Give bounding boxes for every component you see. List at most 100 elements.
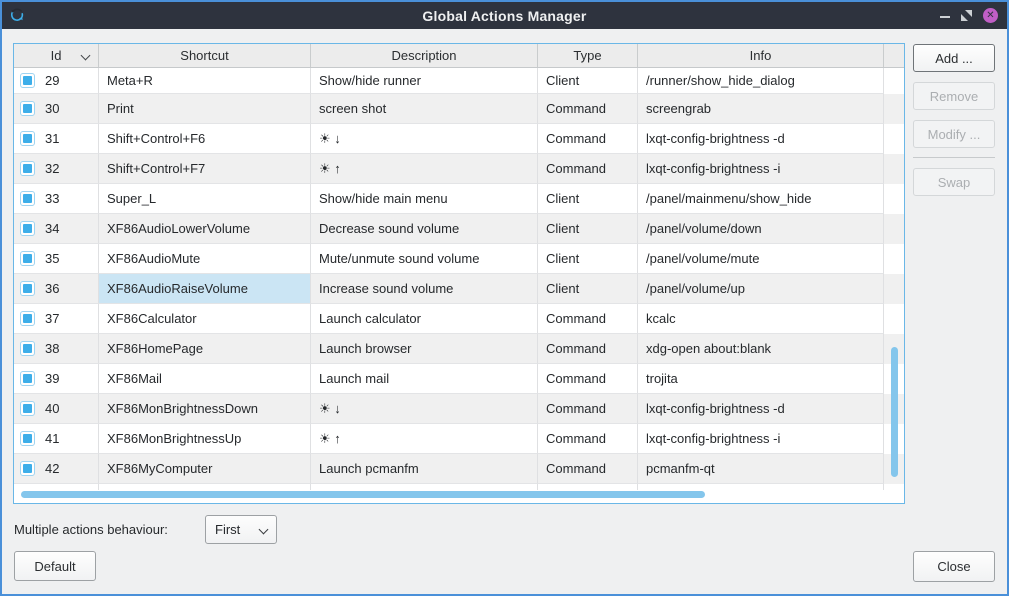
minimize-icon[interactable]	[940, 15, 950, 18]
cell-description[interactable]: Show/hide runner	[311, 68, 538, 94]
cell-shortcut[interactable]: XF86MonBrightnessDown	[99, 394, 311, 424]
cell-id[interactable]: 42	[14, 454, 99, 484]
cell-type[interactable]: Client	[538, 68, 638, 94]
cell-shortcut[interactable]: XF86AudioLowerVolume	[99, 214, 311, 244]
cell-shortcut[interactable]: XF86Mail	[99, 364, 311, 394]
cell-description[interactable]: ☀ ↑	[311, 154, 538, 184]
cell-description[interactable]: Increase sound volume	[311, 274, 538, 304]
cell-shortcut[interactable]: XF86AudioRaiseVolume	[99, 274, 311, 304]
enabled-checkbox[interactable]	[20, 401, 35, 416]
default-button[interactable]: Default	[14, 551, 96, 581]
cell-shortcut[interactable]: XF86AudioMute	[99, 244, 311, 274]
cell-id[interactable]: 36	[14, 274, 99, 304]
horizontal-scrollbar-thumb[interactable]	[21, 491, 705, 498]
cell-info[interactable]: lxqt-config-brightness -d	[638, 394, 884, 424]
swap-button[interactable]: Swap	[913, 168, 995, 196]
cell-type[interactable]: Command	[538, 154, 638, 184]
enabled-checkbox[interactable]	[20, 311, 35, 326]
cell-shortcut[interactable]: Print	[99, 94, 311, 124]
cell-info[interactable]: /panel/volume/up	[638, 274, 884, 304]
enabled-checkbox[interactable]	[20, 251, 35, 266]
enabled-checkbox[interactable]	[20, 431, 35, 446]
cell-shortcut[interactable]: XF86MonBrightnessUp	[99, 424, 311, 454]
behaviour-dropdown[interactable]: First	[205, 515, 277, 544]
cell-id[interactable]: 29	[14, 68, 99, 94]
cell-id[interactable]: 39	[14, 364, 99, 394]
modify-button[interactable]: Modify ...	[913, 120, 995, 148]
cell-info[interactable]: /runner/show_hide_dialog	[638, 68, 884, 94]
cell-type[interactable]: Command	[538, 394, 638, 424]
enabled-checkbox[interactable]	[20, 191, 35, 206]
cell-id[interactable]: 30	[14, 94, 99, 124]
enabled-checkbox[interactable]	[20, 341, 35, 356]
cell-id[interactable]: 35	[14, 244, 99, 274]
column-header-id[interactable]: Id	[14, 44, 99, 67]
cell-description[interactable]: Mute/unmute sound volume	[311, 244, 538, 274]
cell-description[interactable]: screen shot	[311, 94, 538, 124]
cell-info[interactable]: lxqt-config-brightness -d	[638, 124, 884, 154]
cell-info[interactable]: /panel/volume/down	[638, 214, 884, 244]
enabled-checkbox[interactable]	[20, 281, 35, 296]
enabled-checkbox[interactable]	[20, 371, 35, 386]
column-header-type[interactable]: Type	[538, 44, 638, 67]
cell-id[interactable]: 40	[14, 394, 99, 424]
cell-type[interactable]: Command	[538, 334, 638, 364]
enabled-checkbox[interactable]	[20, 221, 35, 236]
cell-info[interactable]: trojita	[638, 364, 884, 394]
maximize-icon[interactable]	[961, 10, 972, 21]
cell-description[interactable]: ☀ ↓	[311, 394, 538, 424]
cell-info[interactable]: kcalc	[638, 304, 884, 334]
cell-description[interactable]: Launch browser	[311, 334, 538, 364]
close-button[interactable]: Close	[913, 551, 995, 582]
cell-description[interactable]: Launch pcmanfm	[311, 454, 538, 484]
cell-type[interactable]: Client	[538, 244, 638, 274]
cell-id[interactable]: 38	[14, 334, 99, 364]
column-header-description[interactable]: Description	[311, 44, 538, 67]
titlebar[interactable]: Global Actions Manager ✕	[2, 2, 1007, 29]
cell-shortcut[interactable]: Super_L	[99, 184, 311, 214]
cell-shortcut[interactable]: Shift+Control+F7	[99, 154, 311, 184]
enabled-checkbox[interactable]	[20, 101, 35, 116]
enabled-checkbox[interactable]	[20, 73, 35, 88]
cell-id[interactable]: 31	[14, 124, 99, 154]
cell-shortcut[interactable]: XF86Calculator	[99, 304, 311, 334]
cell-info[interactable]: screengrab	[638, 94, 884, 124]
cell-description[interactable]: ☀ ↓	[311, 124, 538, 154]
cell-id[interactable]: 37	[14, 304, 99, 334]
cell-id[interactable]: 41	[14, 424, 99, 454]
add-button[interactable]: Add ...	[913, 44, 995, 72]
cell-type[interactable]: Command	[538, 304, 638, 334]
enabled-checkbox[interactable]	[20, 461, 35, 476]
cell-info[interactable]: xdg-open about:blank	[638, 334, 884, 364]
cell-type[interactable]: Command	[538, 454, 638, 484]
enabled-checkbox[interactable]	[20, 131, 35, 146]
cell-info[interactable]: /panel/mainmenu/show_hide	[638, 184, 884, 214]
remove-button[interactable]: Remove	[913, 82, 995, 110]
column-header-info[interactable]: Info	[638, 44, 884, 67]
cell-shortcut[interactable]: XF86HomePage	[99, 334, 311, 364]
vertical-scrollbar-thumb[interactable]	[891, 347, 898, 477]
cell-description[interactable]: ☀ ↑	[311, 424, 538, 454]
column-header-shortcut[interactable]: Shortcut	[99, 44, 311, 67]
cell-type[interactable]: Command	[538, 94, 638, 124]
cell-type[interactable]: Command	[538, 424, 638, 454]
enabled-checkbox[interactable]	[20, 161, 35, 176]
cell-info[interactable]: lxqt-config-brightness -i	[638, 154, 884, 184]
cell-id[interactable]: 32	[14, 154, 99, 184]
cell-shortcut[interactable]: Shift+Control+F6	[99, 124, 311, 154]
cell-type[interactable]: Client	[538, 184, 638, 214]
cell-shortcut[interactable]: Meta+R	[99, 68, 311, 94]
cell-description[interactable]: Launch calculator	[311, 304, 538, 334]
cell-description[interactable]: Launch mail	[311, 364, 538, 394]
cell-type[interactable]: Client	[538, 214, 638, 244]
cell-description[interactable]: Show/hide main menu	[311, 184, 538, 214]
cell-id[interactable]: 34	[14, 214, 99, 244]
cell-info[interactable]: pcmanfm-qt	[638, 454, 884, 484]
close-icon[interactable]: ✕	[983, 8, 998, 23]
cell-type[interactable]: Client	[538, 274, 638, 304]
cell-info[interactable]: lxqt-config-brightness -i	[638, 424, 884, 454]
cell-shortcut[interactable]: XF86MyComputer	[99, 454, 311, 484]
cell-info[interactable]: /panel/volume/mute	[638, 244, 884, 274]
cell-id[interactable]: 33	[14, 184, 99, 214]
cell-type[interactable]: Command	[538, 364, 638, 394]
